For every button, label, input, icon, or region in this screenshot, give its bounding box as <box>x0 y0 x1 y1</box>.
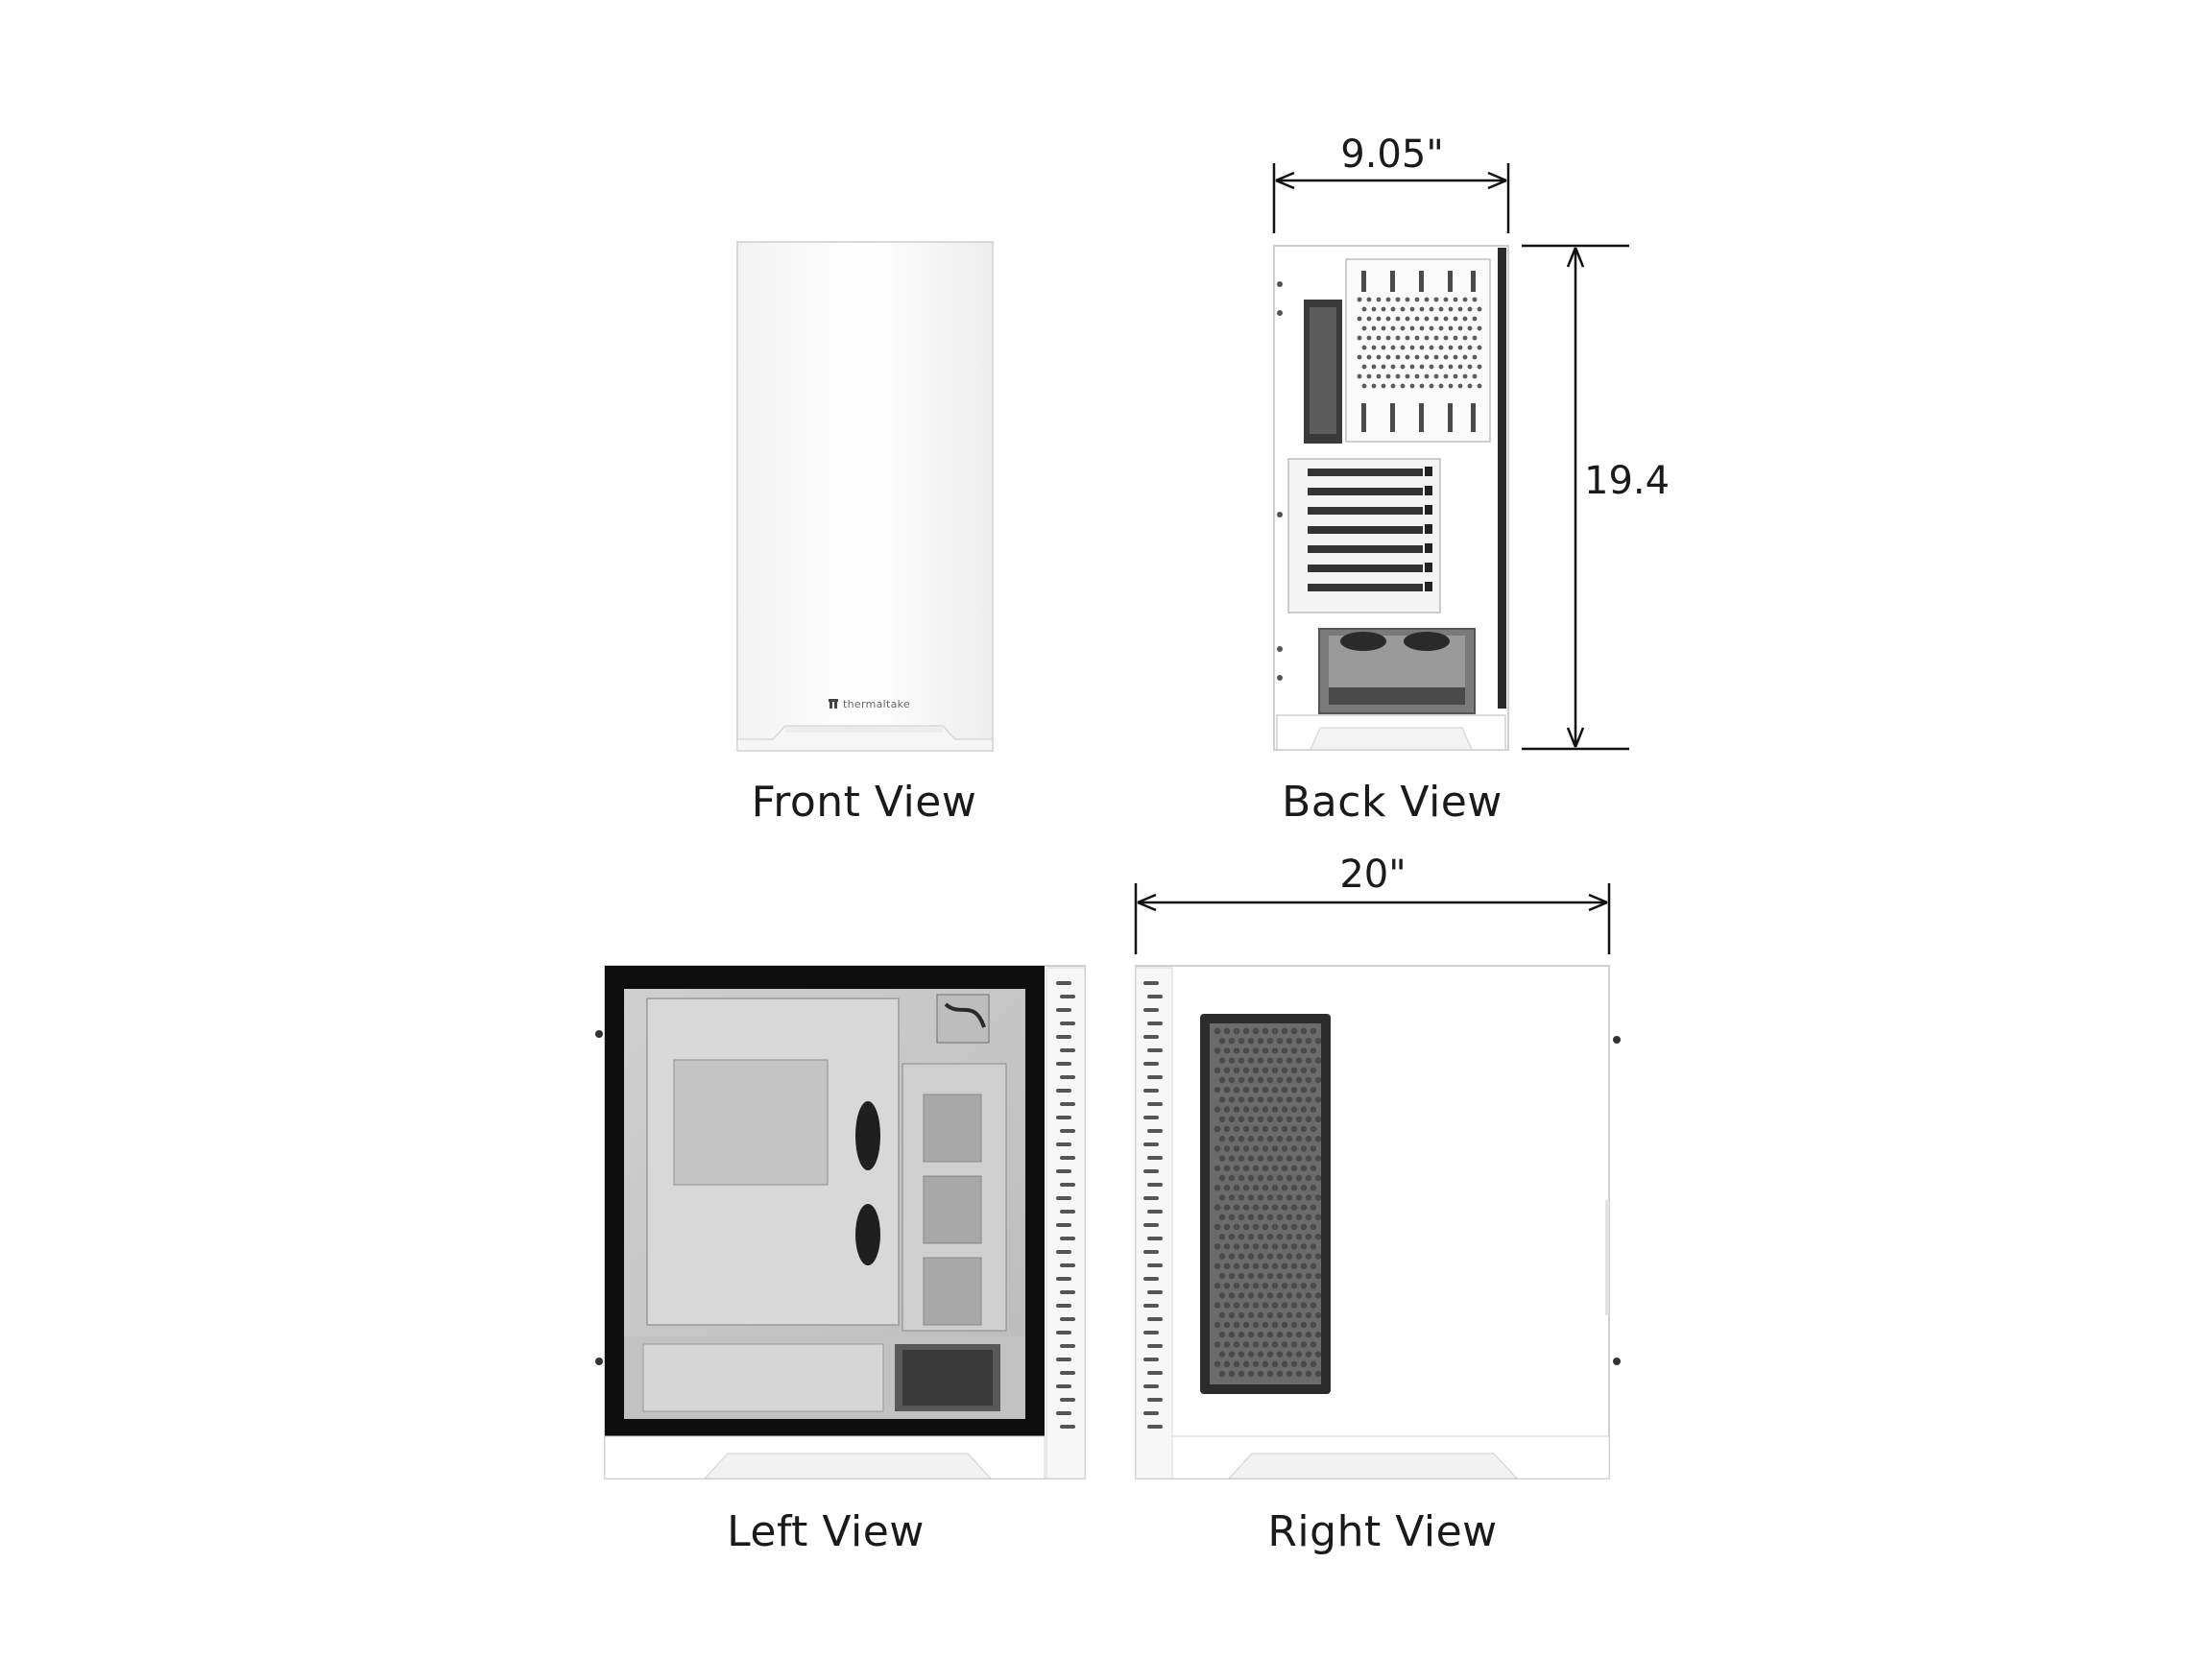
depth-dimension-label: 20" <box>1339 853 1407 897</box>
right-view-label: Right View <box>1267 1507 1498 1556</box>
width-dimension-label: 9.05" <box>1340 132 1444 177</box>
back-view-label: Back View <box>1282 778 1503 827</box>
front-view-label: Front View <box>751 778 977 827</box>
brand-logo-text: thermaltake <box>843 698 910 710</box>
height-dimension-label: 19.4 <box>1584 459 1671 503</box>
left-view-label: Left View <box>727 1507 925 1556</box>
